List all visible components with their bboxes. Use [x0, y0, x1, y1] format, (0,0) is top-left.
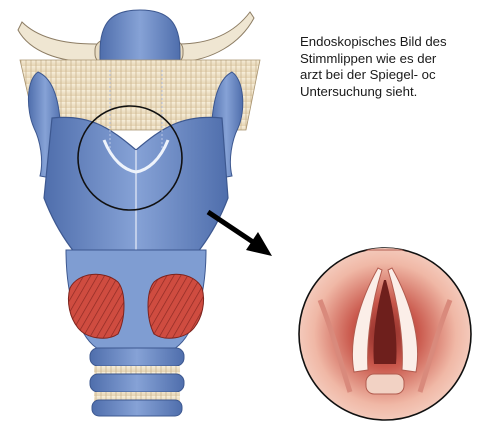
caption-line-2: Stimmlippen wie es der — [300, 51, 491, 68]
trachea — [90, 348, 184, 416]
arrow — [208, 212, 272, 256]
muscle-left — [68, 274, 124, 338]
muscle-right — [148, 274, 204, 338]
caption-line-1: Endoskopisches Bild des — [300, 34, 491, 51]
arytenoid — [366, 374, 404, 394]
endoscopic-view — [299, 248, 471, 421]
caption-line-3: arzt bei der Spiegel- oc — [300, 67, 491, 84]
caption-line-4: Untersuchung sieht. — [300, 84, 491, 101]
caption-text: Endoskopisches Bild des Stimmlippen wie … — [300, 34, 491, 100]
